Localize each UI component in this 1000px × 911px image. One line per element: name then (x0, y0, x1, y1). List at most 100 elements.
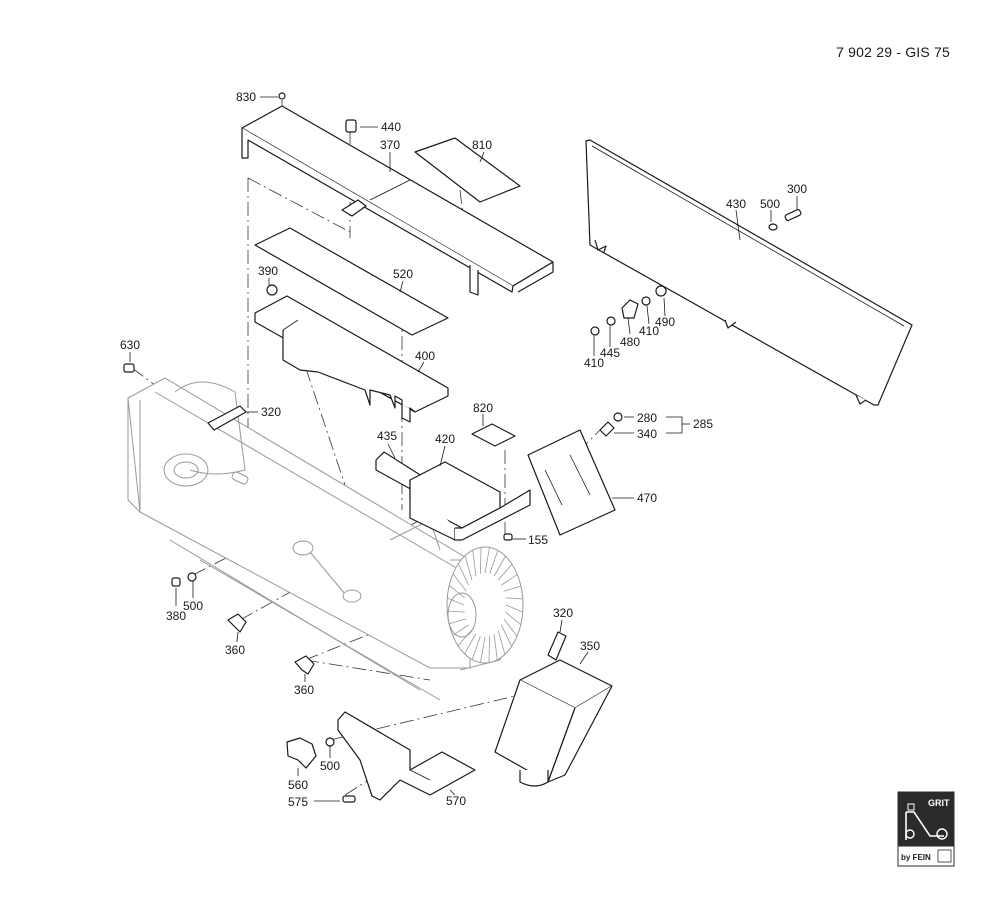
label-430: 430 (726, 197, 746, 211)
label-630: 630 (120, 338, 140, 352)
part-500-washer-c (325, 737, 335, 747)
part-300-bolt (784, 208, 802, 222)
label-320-b: 320 (553, 606, 573, 620)
wheel-tooth (493, 555, 506, 577)
wheel-tooth (500, 624, 513, 647)
label-380: 380 (166, 609, 186, 623)
machine-frame (127, 377, 521, 701)
part-490-washer (655, 285, 667, 297)
wheel-tooth (497, 564, 513, 581)
label-470: 470 (637, 491, 657, 505)
label-500-c: 500 (320, 759, 340, 773)
label-480: 480 (620, 335, 640, 349)
part-470-plate (527, 429, 616, 536)
wheel-tooth (452, 624, 469, 636)
part-820-label (471, 423, 516, 447)
part-410-nut-a (641, 296, 651, 306)
wheel-tooth (497, 629, 506, 655)
part-560-star-knob (286, 737, 317, 769)
part-400-guard (254, 295, 449, 423)
wheel-tooth (505, 611, 522, 625)
part-number-labels: 830 440 370 810 300 500 430 390 520 490 … (120, 90, 807, 809)
part-430-side-panel (585, 139, 913, 406)
document-id: 7 902 29 - GIS 75 (836, 44, 950, 60)
wheel-tooth (489, 550, 499, 575)
svg-text:GRIT: GRIT (928, 798, 950, 808)
label-360-a: 360 (225, 643, 245, 657)
label-410-b: 410 (584, 356, 604, 370)
part-500-washer-a (768, 223, 778, 231)
label-490: 490 (655, 315, 675, 329)
wheel-tooth (447, 610, 465, 613)
label-560: 560 (288, 778, 308, 792)
part-360-wing-nut-b (294, 655, 315, 675)
label-320-a: 320 (261, 405, 281, 419)
label-435: 435 (377, 429, 397, 443)
label-520: 520 (393, 267, 413, 281)
wheel-tooth (484, 547, 490, 574)
svg-text:by FEIN: by FEIN (901, 853, 931, 862)
wheel-tooth (457, 563, 470, 586)
label-350: 350 (580, 639, 600, 653)
part-390-screw (266, 284, 278, 296)
part-380-spacer (171, 577, 181, 587)
label-440: 440 (381, 120, 401, 134)
label-830: 830 (236, 90, 256, 104)
part-810-label (414, 137, 521, 203)
wheel-tooth (479, 547, 482, 574)
part-520-plate (254, 227, 449, 336)
wheel-tooth (464, 555, 473, 581)
part-420-bracket (409, 461, 531, 541)
wheel-tooth (493, 633, 498, 660)
wheel-tooth (452, 573, 467, 592)
label-420: 420 (435, 432, 455, 446)
label-155: 155 (528, 533, 548, 547)
part-320-pad-lower (547, 631, 567, 661)
wheel-tooth (505, 597, 523, 600)
label-390: 390 (258, 264, 278, 278)
label-340: 340 (637, 427, 657, 441)
wheel-tooth (503, 585, 522, 592)
part-360-wing-nut-a (227, 613, 247, 633)
label-810: 810 (472, 138, 492, 152)
label-280: 280 (637, 411, 657, 425)
label-410-a: 410 (639, 324, 659, 338)
part-340-clip (599, 421, 615, 437)
label-285: 285 (693, 417, 713, 431)
leader-lines (129, 96, 798, 802)
wheel-tooth (503, 618, 518, 637)
part-575-screw (342, 795, 356, 803)
part-630-screw (123, 363, 135, 373)
label-575: 575 (288, 795, 308, 809)
label-300: 300 (787, 182, 807, 196)
label-500-b: 500 (183, 599, 203, 613)
part-570-bracket (337, 711, 476, 801)
part-350-chute (494, 659, 613, 787)
part-480-knob (621, 299, 639, 319)
label-820: 820 (473, 401, 493, 415)
label-400: 400 (415, 349, 435, 363)
wheel-tooth (488, 636, 491, 663)
grit-by-fein-logo: GRIT by FEIN (897, 791, 955, 867)
wheel-tooth (505, 604, 523, 613)
part-440-bolt (345, 119, 357, 133)
part-830-screw (278, 92, 286, 100)
label-360-b: 360 (294, 683, 314, 697)
part-410-nut-b (590, 326, 600, 336)
wheel-tooth (448, 585, 465, 599)
part-280-nut (613, 412, 623, 422)
wheel-tooth (457, 629, 473, 646)
wheel-tooth (448, 618, 467, 625)
part-500-washer-b (187, 572, 197, 582)
contact-wheel (446, 546, 524, 664)
label-445: 445 (600, 346, 620, 360)
part-155-screw (503, 533, 513, 541)
label-500-a: 500 (760, 197, 780, 211)
part-370-top-cover (241, 105, 554, 296)
wheel-tooth (471, 635, 481, 660)
label-570: 570 (446, 794, 466, 808)
part-445-spring (606, 316, 616, 326)
wheel-tooth (447, 597, 465, 606)
wheel-tooth (501, 574, 518, 586)
